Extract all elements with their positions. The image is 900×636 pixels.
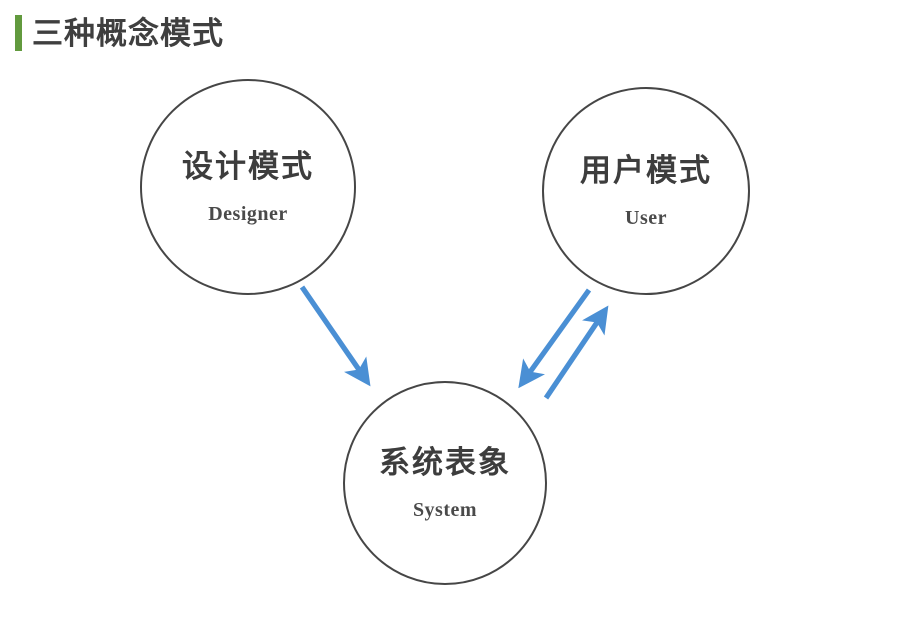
node-user[interactable]: 用户模式 User <box>542 87 750 295</box>
title-accent-bar <box>15 15 22 51</box>
node-user-label-cn: 用户模式 <box>580 152 712 188</box>
node-user-label-en: User <box>625 206 667 229</box>
page-title: 三种概念模式 <box>32 15 224 51</box>
slide-header: 三种概念模式 <box>0 0 900 66</box>
node-designer[interactable]: 设计模式 Designer <box>140 79 356 295</box>
node-designer-label-en: Designer <box>208 202 288 225</box>
arrow-designer-to-system <box>299 285 371 387</box>
arrow-user-to-system <box>518 288 592 389</box>
node-designer-label-cn: 设计模式 <box>182 148 314 184</box>
node-system-label-en: System <box>412 498 478 521</box>
arrow-system-to-user <box>543 305 609 400</box>
node-system-label-cn: 系统表象 <box>379 444 511 480</box>
node-system[interactable]: 系统表象 System <box>343 381 547 585</box>
